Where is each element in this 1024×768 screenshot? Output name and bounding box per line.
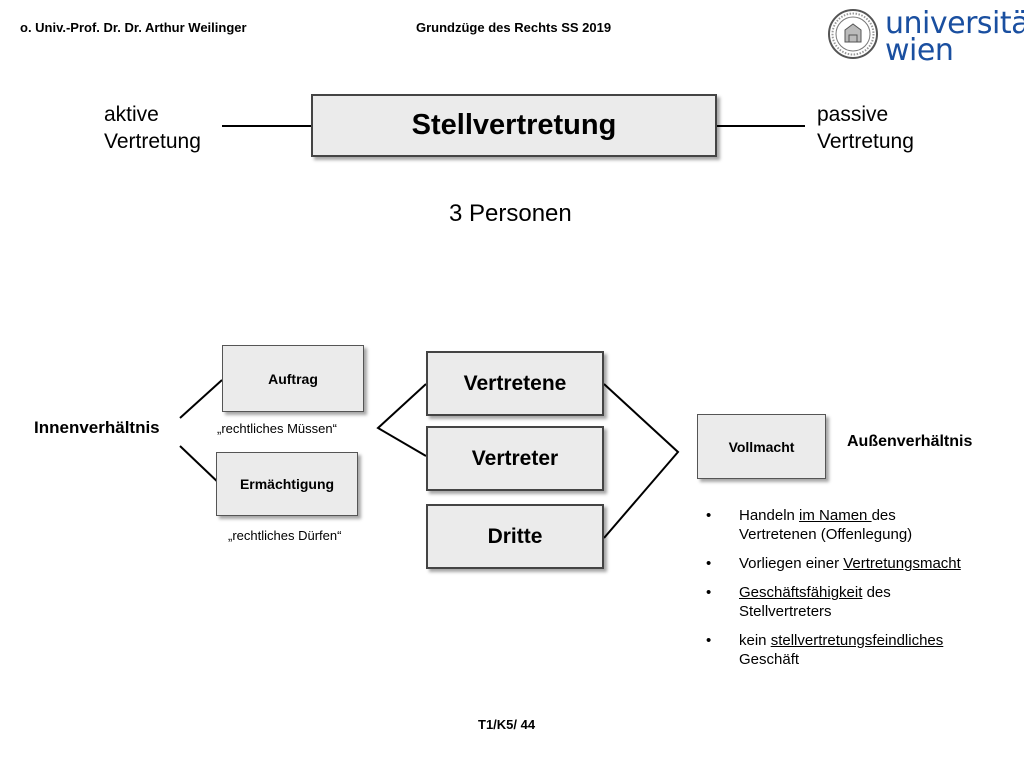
note-rechtliches-duerfen: „rechtliches Dürfen“ [228, 528, 342, 543]
label-innenverhaeltnis: Innenverhältnis [34, 418, 160, 437]
header-course: Grundzüge des Rechts SS 2019 [416, 20, 612, 35]
note-rechtliches-muessen: „rechtliches Müssen“ [217, 421, 337, 436]
page-number: T1/K5/ 44 [478, 717, 536, 732]
box-vollmacht: Vollmacht [697, 414, 826, 479]
list-item: Vorliegen einer Vertretungsmacht [704, 554, 964, 573]
list-item: kein stellvertretungsfeindliches Geschäf… [704, 631, 964, 669]
line-inner-auftrag [179, 379, 223, 419]
logo-text-line2: wien [885, 33, 954, 68]
title-box-stellvertretung: Stellvertretung [311, 94, 717, 157]
line-outer-triangle [603, 383, 680, 539]
list-item: Handeln im Namen des Vertretenen (Offenl… [704, 506, 964, 544]
conditions-list: Handeln im Namen des Vertretenen (Offenl… [704, 506, 964, 679]
box-vertretene: Vertretene [426, 351, 604, 416]
box-auftrag: Auftrag [222, 345, 364, 412]
box-ermaechtigung: Ermächtigung [216, 452, 358, 516]
university-logo: universität wien [827, 8, 1024, 68]
box-vertreter: Vertreter [426, 426, 604, 491]
line-vertretene-vertreter [376, 383, 427, 457]
line-inner-ermaechtigung [179, 445, 223, 487]
persons-count: 3 Personen [449, 200, 572, 227]
list-item: Geschäftsfähigkeit des Stellvertreters [704, 583, 964, 621]
logo-text-line1: universität [885, 6, 1024, 41]
header-author: o. Univ.-Prof. Dr. Dr. Arthur Weilinger [20, 20, 247, 35]
box-dritte: Dritte [426, 504, 604, 569]
label-aussenverhaeltnis: Außenverhältnis [847, 433, 973, 450]
label-passive-vertretung: passive Vertretung [817, 103, 914, 153]
label-aktive-vertretung: aktive Vertretung [104, 103, 201, 153]
university-seal-icon [828, 9, 878, 59]
